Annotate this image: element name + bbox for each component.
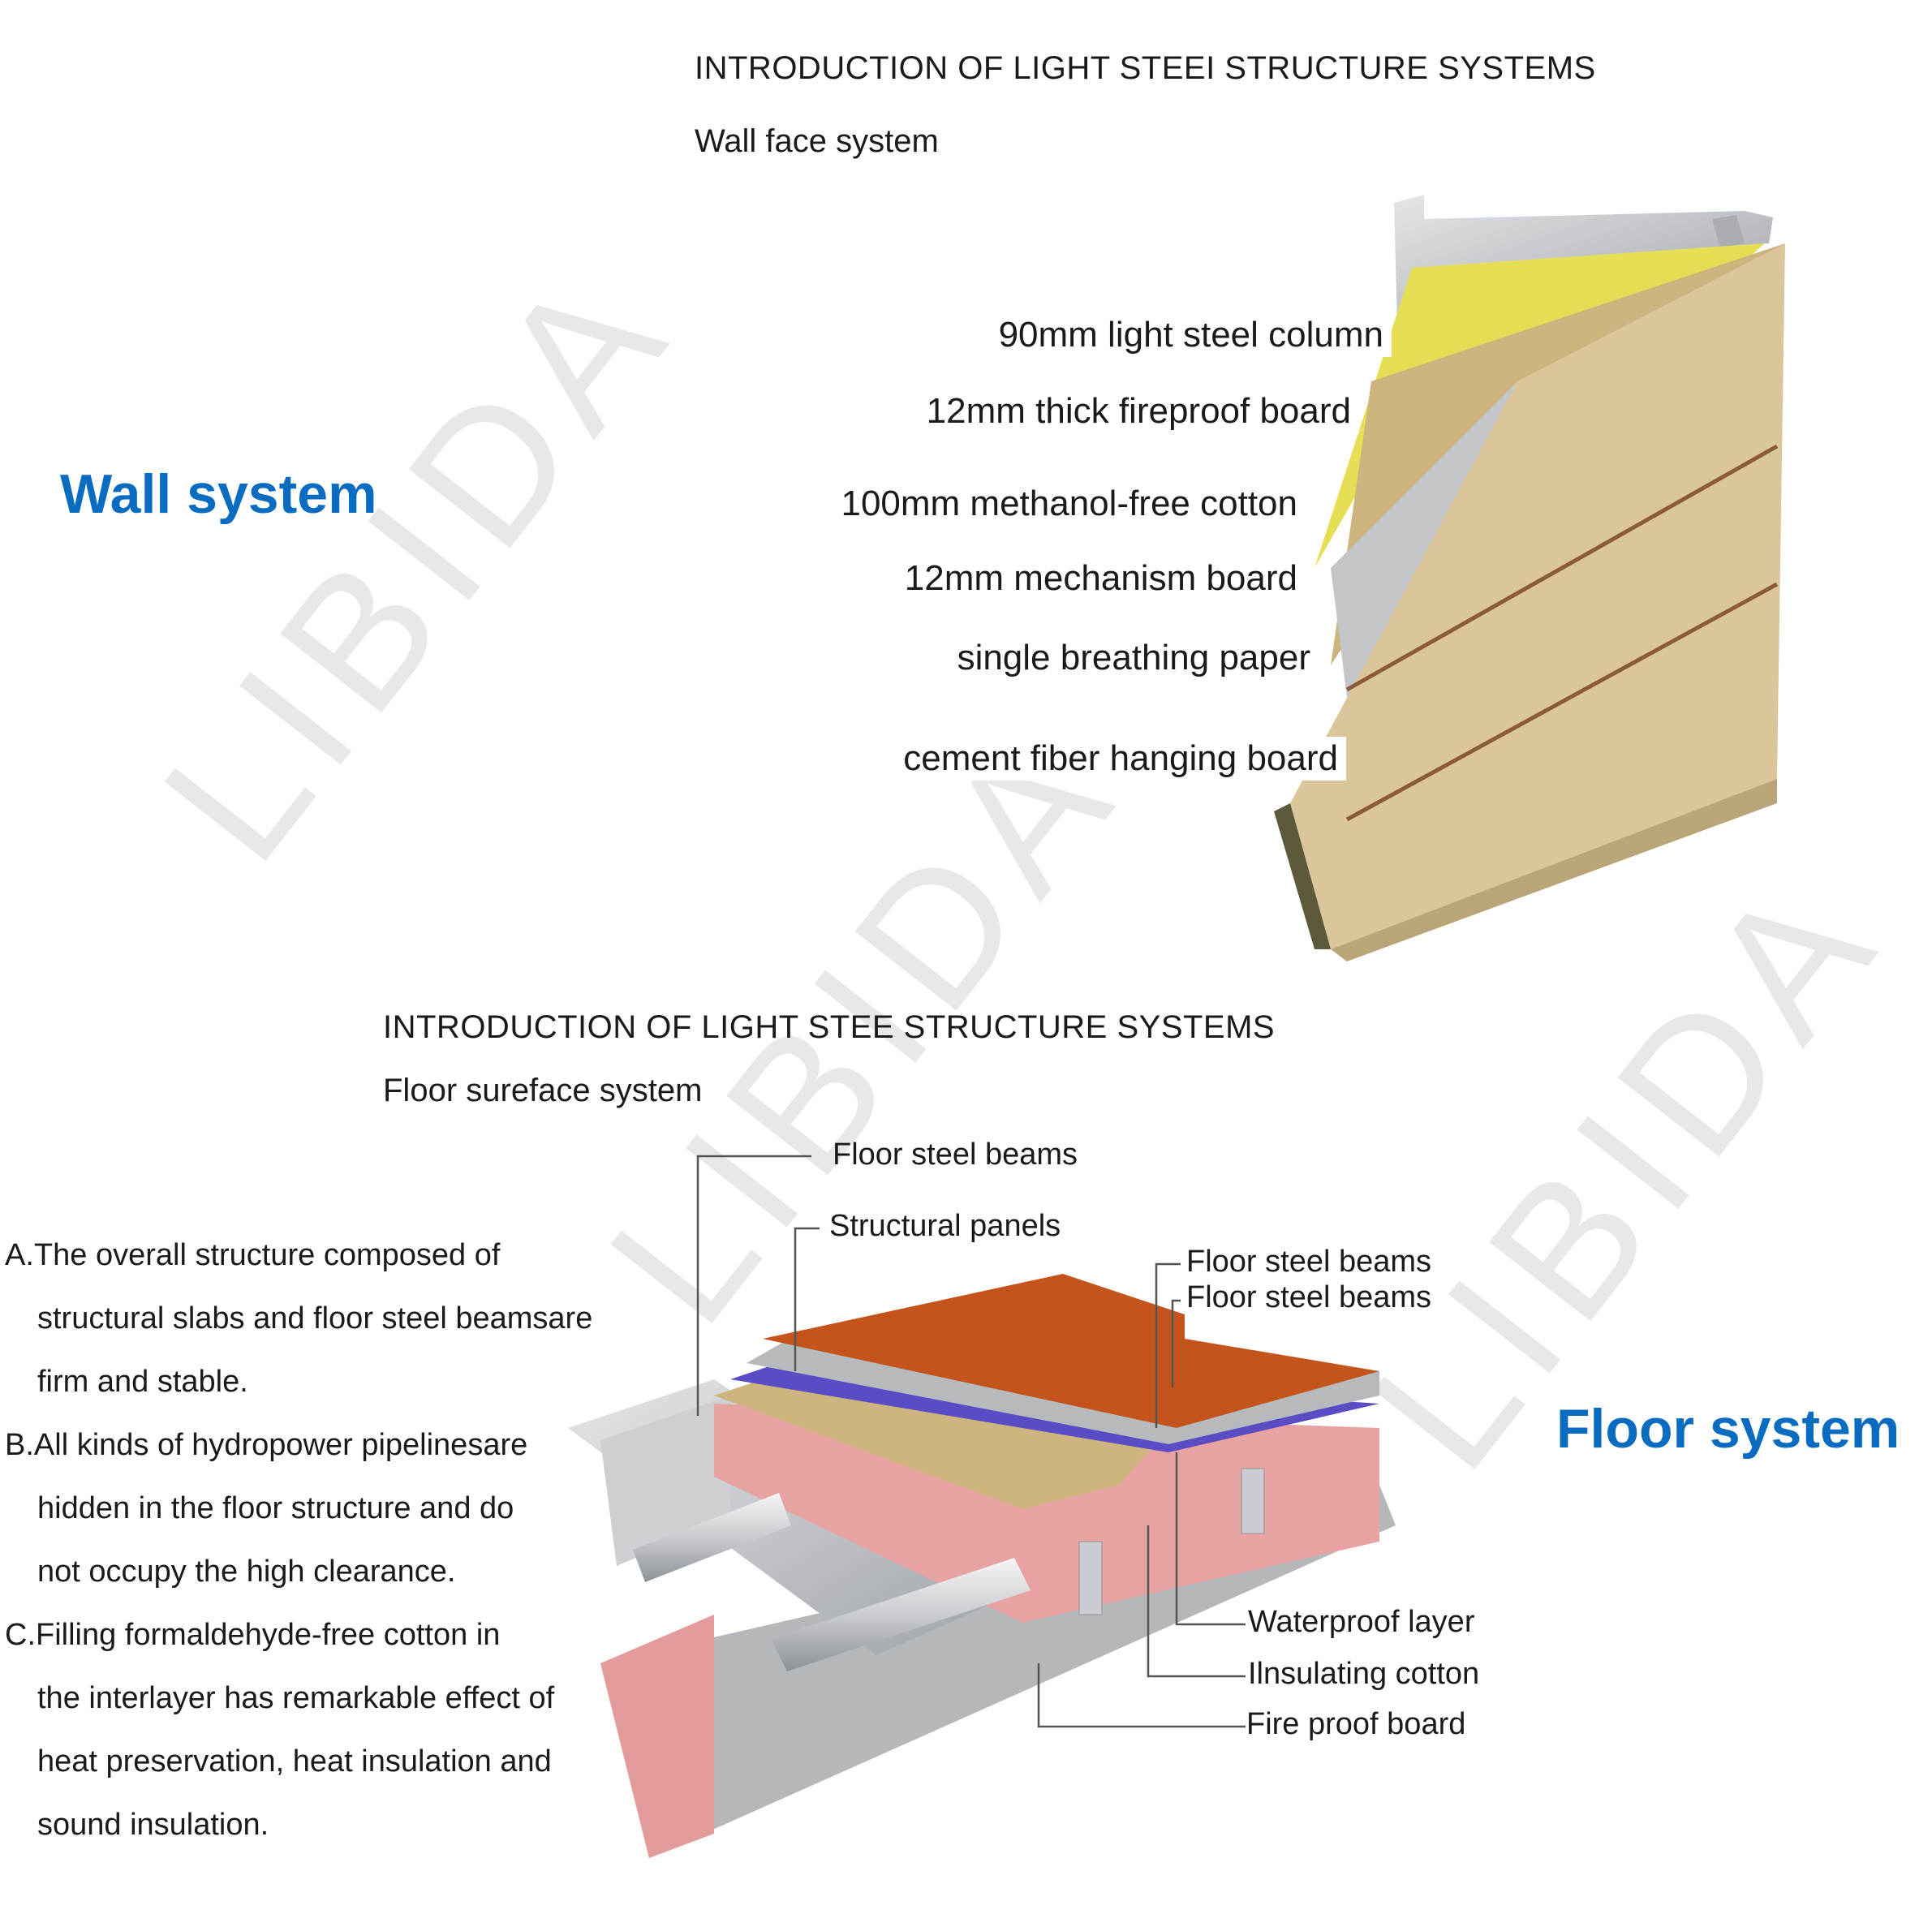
desc-b-line2: hidden in the floor structure and do [37, 1491, 514, 1525]
wall-system-title: Wall system [60, 463, 377, 525]
desc-c-line3: heat preservation, heat insulation and [37, 1744, 552, 1779]
wall-label-cotton: 100mm methanol-free cotton [833, 482, 1306, 526]
floor-label-insulating-cotton: Ilnsulating cotton [1248, 1657, 1480, 1691]
floor-illustration [568, 1274, 1396, 1858]
floor-label-fire-proof-board: Fire proof board [1246, 1707, 1466, 1741]
wall-label-siding: cement fiber hanging board [895, 737, 1346, 781]
floor-label-steel-beams-1: Floor steel beams [833, 1138, 1078, 1172]
floor-system-title: Floor system [1556, 1398, 1900, 1460]
wall-siding [1290, 243, 1785, 949]
floor-label-steel-beams-3: Floor steel beams [1186, 1280, 1432, 1314]
floor-leader-lines [696, 1155, 1246, 1728]
desc-a-line1: A.The overall structure composed of [5, 1238, 501, 1272]
wall-subheading: Wall face system [695, 123, 939, 159]
floor-label-steel-beams-2: Floor steel beams [1186, 1245, 1432, 1279]
wall-illustration [1274, 195, 1785, 961]
wall-insulation [1315, 243, 1765, 568]
floor-structural-panel [714, 1379, 1168, 1509]
floor-heading: INTRODUCTION OF LIGHT STEE STRUCTURE SYS… [383, 1009, 1276, 1045]
floor-description: A.The overall structure composed of stru… [5, 1224, 592, 1856]
floor-insulating-cotton [714, 1404, 1379, 1623]
floor-wood-top [763, 1274, 1379, 1428]
wall-label-breathing-paper: single breathing paper [949, 636, 1319, 680]
wall-label-steel-column: 90mm light steel column [990, 313, 1392, 357]
wall-steel-column [1394, 195, 1773, 325]
desc-c-line4: sound insulation. [37, 1808, 269, 1842]
wall-heading: INTRODUCTION OF LIGHT STEEI STRUCTURE SY… [695, 50, 1596, 86]
wall-label-fireproof-board: 12mm thick fireproof board [918, 389, 1359, 433]
desc-b-line3: not occupy the high clearance. [37, 1555, 456, 1589]
wall-osb-board [1331, 243, 1785, 665]
desc-c-line1: C.Filling formaldehyde-free cotton in [5, 1618, 501, 1652]
wall-label-mechanism-board: 12mm mechanism board [896, 557, 1306, 600]
desc-c-line2: the interlayer has remarkable effect of [37, 1681, 555, 1715]
desc-a-line2: structural slabs and floor steel beamsar… [37, 1301, 593, 1335]
floor-label-structural-panels: Structural panels [829, 1209, 1061, 1243]
floor-pipes [633, 1493, 1031, 1671]
desc-a-line3: firm and stable. [37, 1365, 248, 1399]
floor-subheading: Floor sureface system [383, 1073, 703, 1108]
floor-label-waterproof: Waterproof layer [1248, 1605, 1475, 1639]
desc-b-line1: B.All kinds of hydropower pipelinesare [5, 1428, 528, 1462]
